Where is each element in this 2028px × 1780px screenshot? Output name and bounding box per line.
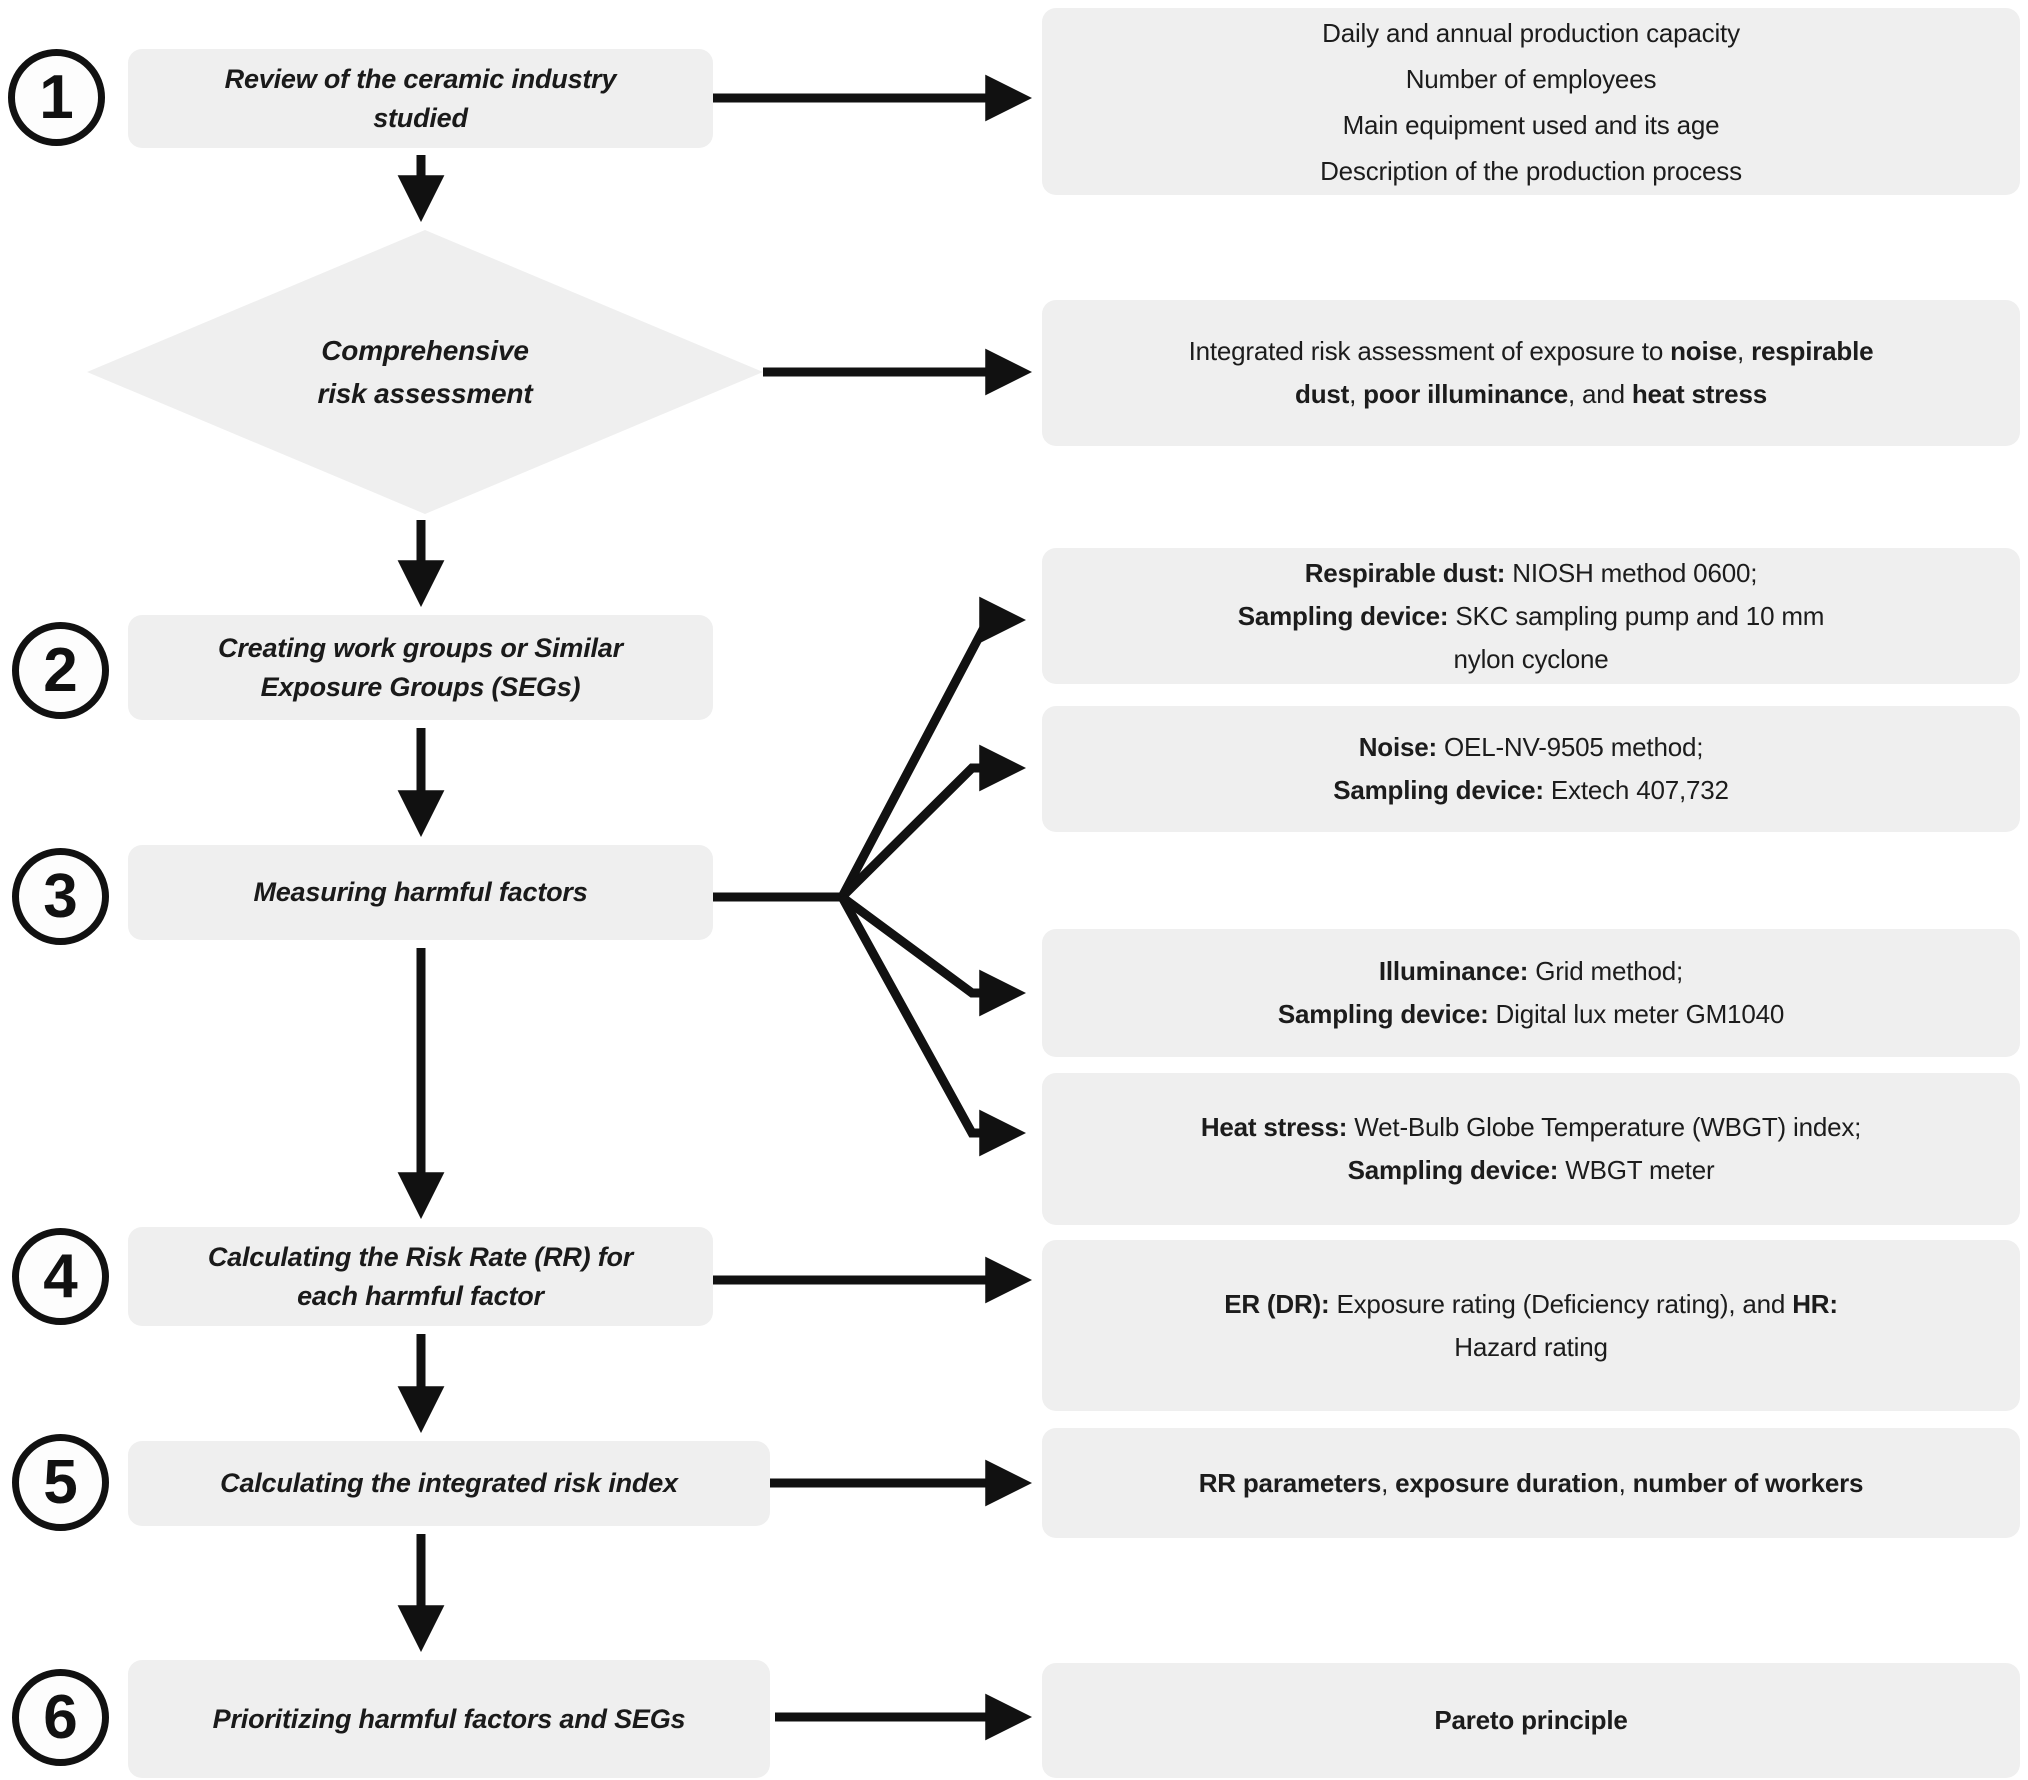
flow-step-5-label: Calculating the integrated risk index [220, 1468, 678, 1498]
flow-step-6-label: Prioritizing harmful factors and SEGs [212, 1703, 686, 1734]
output-box-illuminance: Illuminance: Grid method;Sampling device… [1042, 929, 2020, 1057]
arrow-step3-to-heat-stress [838, 894, 1027, 1157]
step-number-badge-2: 2 [12, 622, 109, 719]
step-number-badge-6: 6 [12, 1669, 109, 1766]
output-risk-rate-text: ER (DR): Exposure rating (Deficiency rat… [1224, 1288, 1838, 1362]
output-respirable-dust-text: Respirable dust: NIOSH method 0600;Sampl… [1237, 557, 1825, 674]
step-number-badge-1: 1 [8, 49, 105, 146]
output-risk-index-text: RR parameters, exposure duration, number… [1198, 1467, 1864, 1498]
flow-step-3-box: Measuring harmful factors [128, 845, 713, 940]
flow-step-5-box: Calculating the integrated risk index [128, 1441, 770, 1526]
flow-step-3-label: Measuring harmful factors [253, 877, 588, 907]
output-heat-stress-text: Heat stress: Wet-Bulb Globe Temperature … [1200, 1112, 1862, 1185]
output-integrated-assessment-text: Integrated risk assessment of exposure t… [1188, 336, 1874, 409]
arrow-step3-to-illuminance [839, 893, 1027, 1017]
output-box-heat-stress: Heat stress: Wet-Bulb Globe Temperature … [1042, 1073, 2020, 1225]
step-number-badge-3: 3 [12, 848, 109, 945]
output-box-integrated-assessment: Integrated risk assessment of exposure t… [1042, 300, 2020, 446]
arrow-step3-to-noise [838, 744, 1027, 901]
output-illuminance-text: Illuminance: Grid method;Sampling device… [1277, 956, 1785, 1029]
step-number-badge-5: 5 [12, 1434, 109, 1531]
flow-step-6-box: Prioritizing harmful factors and SEGs [128, 1660, 770, 1778]
output-box-respirable-dust: Respirable dust: NIOSH method 0600;Sampl… [1042, 548, 2020, 684]
output-pareto-text: Pareto principle [1434, 1705, 1628, 1735]
step-number-badge-4: 4 [12, 1228, 109, 1325]
output-noise-text: Noise: OEL-NV-9505 method;Sampling devic… [1333, 732, 1729, 805]
output-box-pareto: Pareto principle [1042, 1663, 2020, 1778]
output-box-noise: Noise: OEL-NV-9505 method;Sampling devic… [1042, 706, 2020, 832]
output-box-risk-rate: ER (DR): Exposure rating (Deficiency rat… [1042, 1240, 2020, 1411]
output-box-risk-index: RR parameters, exposure duration, number… [1042, 1428, 2020, 1538]
arrow-step3-to-respirable-dust [838, 596, 1027, 900]
